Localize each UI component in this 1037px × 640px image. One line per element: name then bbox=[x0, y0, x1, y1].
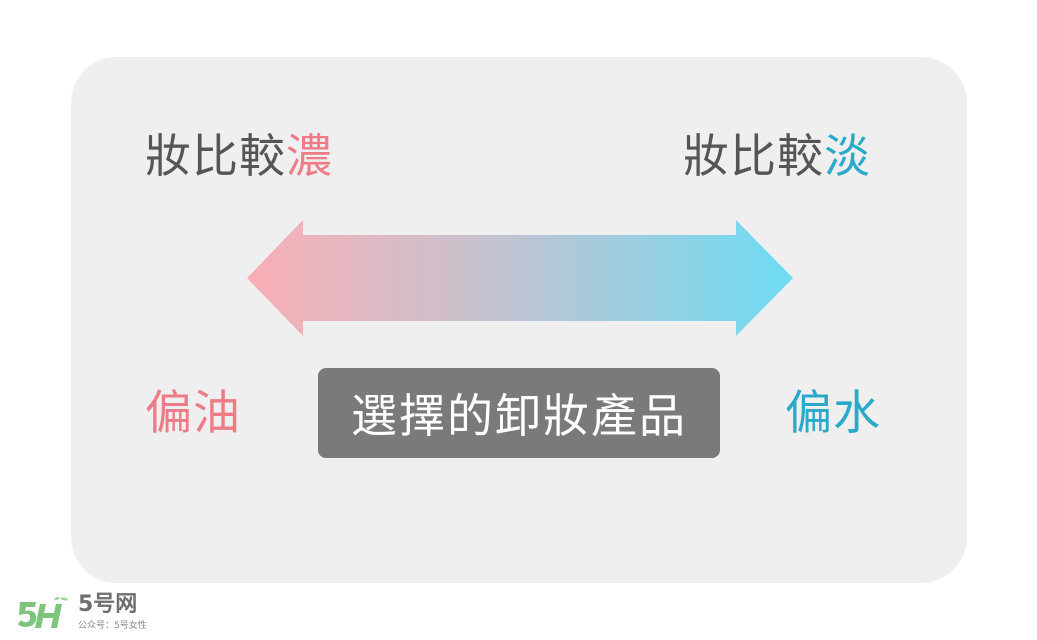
watermark-title: 5号网 bbox=[78, 592, 138, 617]
watermark-logo: 5号网 公众号：5号女性 bbox=[10, 590, 150, 638]
light-makeup-prefix: 妝比較 bbox=[683, 129, 824, 183]
choose-remover-label: 選擇的卸妝產品 bbox=[351, 389, 687, 443]
double-arrow-icon bbox=[247, 220, 793, 336]
light-makeup-label: 妝比較淡 bbox=[683, 133, 871, 179]
heavy-makeup-label: 妝比較濃 bbox=[145, 133, 333, 179]
5h-leaf-logo-icon bbox=[18, 596, 68, 628]
heavy-makeup-prefix: 妝比較 bbox=[145, 129, 286, 183]
watery-label: 偏水 bbox=[785, 386, 881, 441]
choose-remover-box: 選擇的卸妝產品 bbox=[318, 368, 720, 458]
oily-label: 偏油 bbox=[145, 386, 241, 441]
heavy-makeup-emphasis: 濃 bbox=[286, 129, 333, 183]
light-makeup-emphasis: 淡 bbox=[824, 129, 871, 183]
watermark-subtitle: 公众号：5号女性 bbox=[78, 621, 147, 631]
